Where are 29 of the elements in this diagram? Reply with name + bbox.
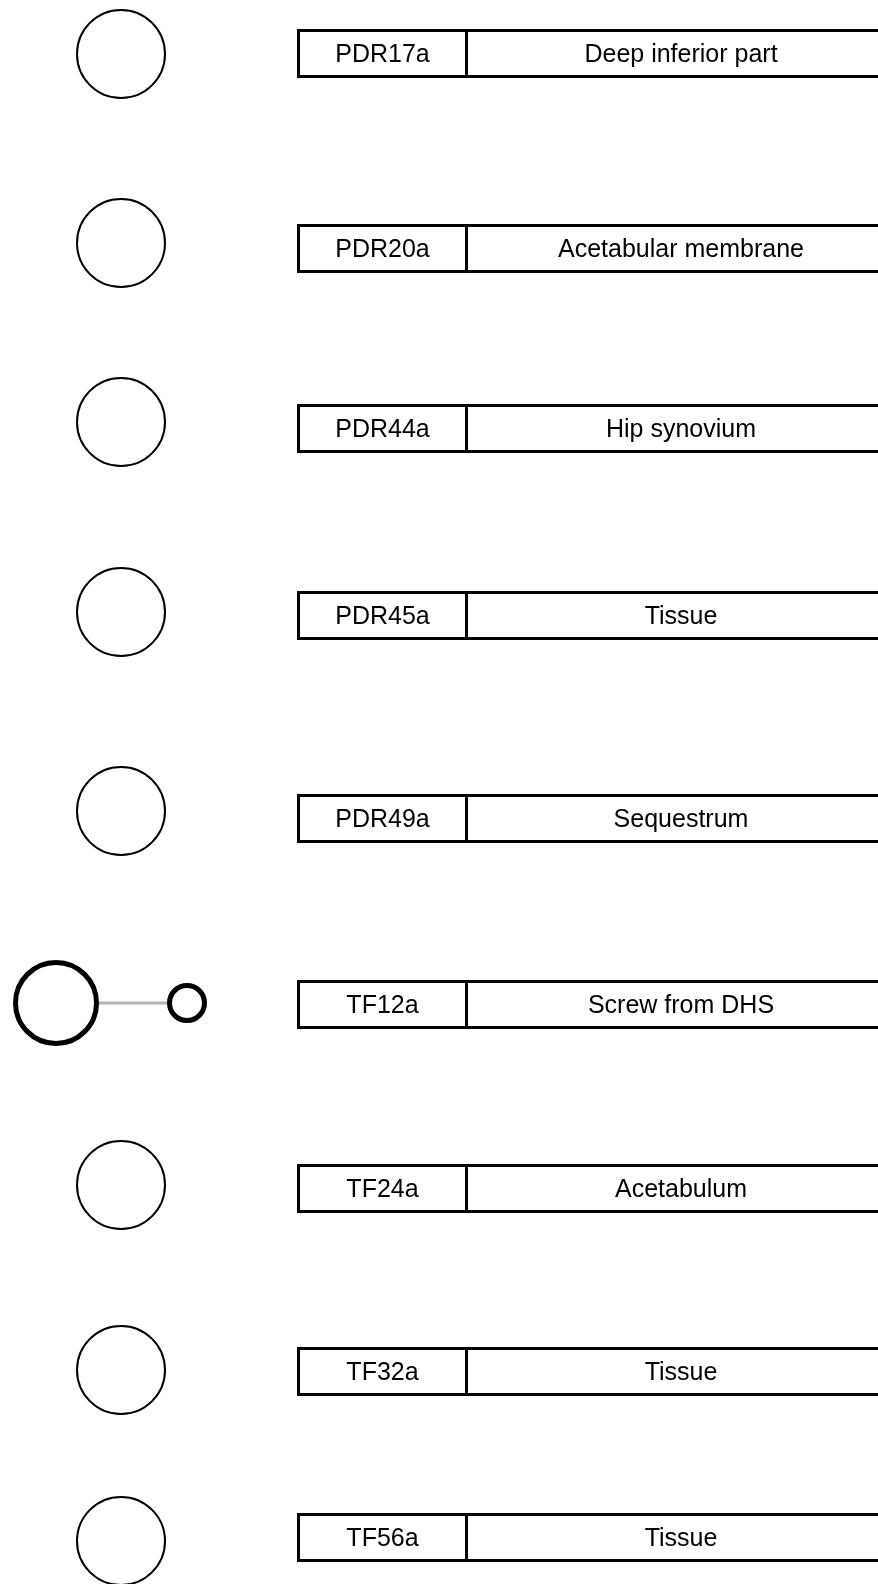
sample-description: Tissue — [643, 1522, 719, 1553]
label-row — [297, 1347, 878, 1396]
sample-id: TF24a — [300, 1167, 468, 1210]
label-row — [297, 980, 878, 1029]
sample-id: PDR17a — [300, 32, 468, 75]
sample-description: Tissue — [643, 1356, 719, 1387]
sample-description: Sequestrum — [612, 803, 750, 834]
sample-description: Deep inferior part — [583, 38, 779, 69]
label-row — [297, 29, 878, 78]
label-row — [297, 404, 878, 453]
sample-id: PDR44a — [300, 407, 468, 450]
sample-description: Acetabulum — [614, 1173, 748, 1204]
sample-id: TF32a — [300, 1350, 468, 1393]
sample-description: Hip synovium — [604, 413, 758, 444]
sample-description: Tissue — [643, 600, 719, 631]
sample-id: TF56a — [300, 1516, 468, 1559]
sample-id: TF12a — [300, 983, 468, 1026]
sample-description: Screw from DHS — [586, 989, 776, 1020]
sample-description: Acetabular membrane — [557, 233, 805, 264]
label-row — [297, 1164, 878, 1213]
sample-id: PDR49a — [300, 797, 468, 840]
sample-id: PDR45a — [300, 594, 468, 637]
sample-id: PDR20a — [300, 227, 468, 270]
label-row — [297, 224, 878, 273]
connector-line — [99, 1001, 167, 1005]
label-row — [297, 1513, 878, 1562]
label-row — [297, 794, 878, 843]
circle-marker — [167, 983, 207, 1023]
label-row — [297, 591, 878, 640]
